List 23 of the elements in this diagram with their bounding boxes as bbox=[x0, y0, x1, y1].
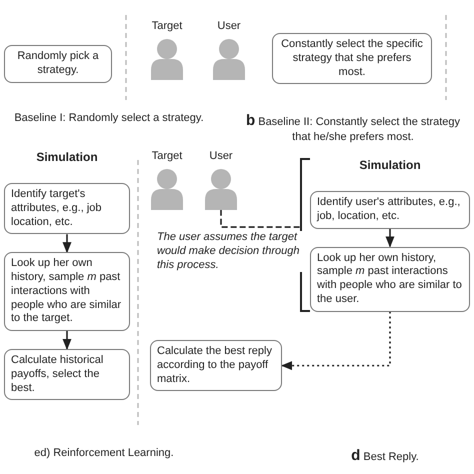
process-box: Constantly select the specific strategy that she prefers most. bbox=[272, 33, 432, 84]
person-label: Target bbox=[152, 150, 182, 164]
person-label: User bbox=[209, 150, 233, 164]
connector-line bbox=[220, 210, 300, 228]
person-label: Target bbox=[152, 20, 182, 34]
figure-caption: ed) Reinforcement Learning. bbox=[33, 447, 175, 461]
process-box: Look up her own history, sample m past interactions with people who are similar to the user. bbox=[310, 246, 470, 312]
arrow bbox=[62, 331, 72, 350]
arrow bbox=[62, 234, 72, 254]
process-box: Identify target's attributes, e.g., job location, etc. bbox=[4, 183, 130, 234]
figure-caption: d Best Reply. bbox=[350, 447, 420, 466]
process-box: Identify user's attributes, e.g., job, location, etc. bbox=[310, 191, 470, 228]
bracket bbox=[300, 158, 470, 312]
panel-heading: Simulation bbox=[36, 150, 98, 165]
figure-caption: b Baseline II: Constantly select the strategy that he/she prefers most. bbox=[245, 112, 461, 144]
figure-caption: Baseline I: Randomly select a strategy. bbox=[13, 112, 205, 126]
process-box: Look up her own history, sample m past interactions with people who are similar to the target. bbox=[4, 252, 130, 331]
panel-heading: Simulation bbox=[359, 158, 421, 173]
process-box: Randomly pick a strategy. bbox=[4, 45, 112, 82]
person-label: User bbox=[217, 20, 241, 34]
process-box: Calculate the best reply according to the payoff matrix. bbox=[150, 340, 282, 392]
arrow bbox=[280, 312, 391, 370]
process-box: Calculate historical payoffs, select the best. bbox=[4, 349, 130, 400]
